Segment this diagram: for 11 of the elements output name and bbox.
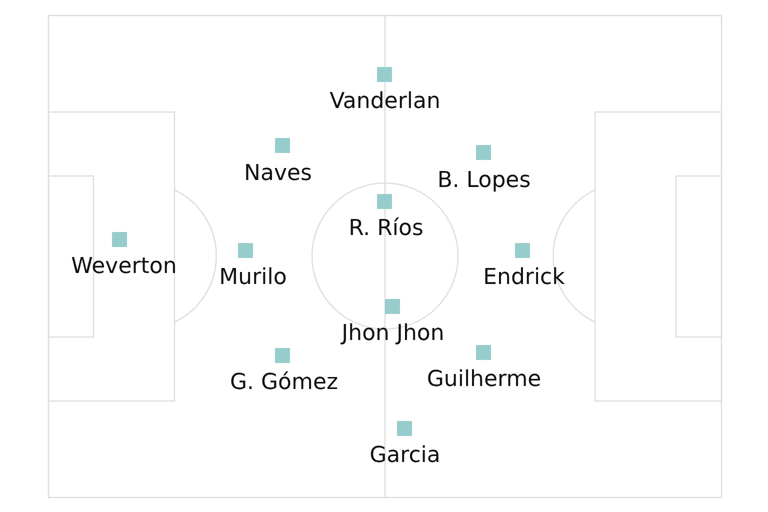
player-name: Jhon Jhon [342, 321, 444, 347]
player-name: Guilherme [426, 367, 542, 393]
player-name: Naves [244, 161, 312, 187]
player-name: G. Gómez [230, 370, 338, 396]
player-name: Vanderlan [330, 89, 440, 115]
player-name: Weverton [71, 254, 177, 280]
player-name: Garcia [370, 443, 440, 469]
player-name: Endrick [483, 265, 565, 291]
player-name: B. Lopes [437, 168, 531, 194]
player-name: R. Ríos [348, 216, 424, 242]
player-name: Murilo [219, 265, 287, 291]
